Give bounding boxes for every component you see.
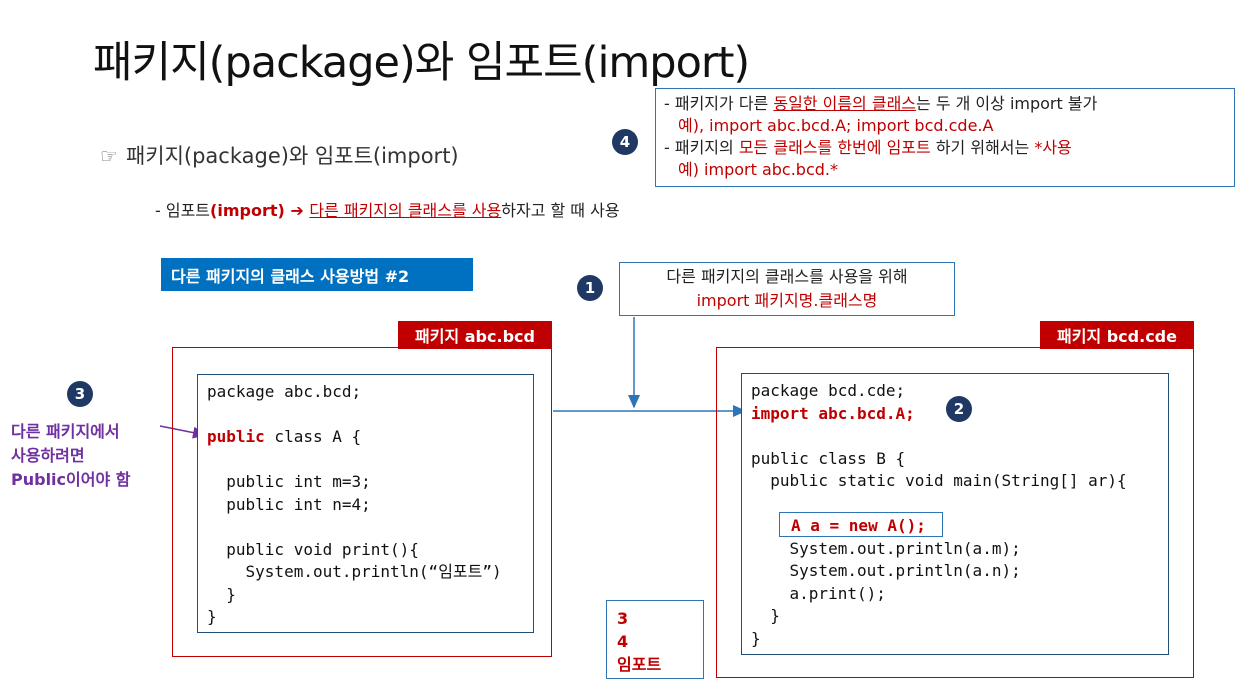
main-bullet: ☞ 패키지(package)와 임포트(import) — [100, 140, 459, 170]
small-note-box: 3 4 임포트 — [606, 600, 704, 679]
page-title: 패키지(package)와 임포트(import) — [93, 38, 750, 88]
package-bcd-cde-box — [716, 347, 1194, 678]
note-3: 다른 패키지에서 사용하려면 Public이어야 함 — [11, 422, 131, 489]
import-description: - 임포트(import) ➔ 다른 패키지의 클래스를 사용하자고 할 때 사… — [155, 197, 620, 221]
class-b-code: package bcd.cde;import abc.bcd.A; public… — [741, 373, 1169, 655]
note4-line4: 예) import abc.bcd.* — [678, 160, 839, 179]
pointing-hand-icon: ☞ — [100, 144, 118, 168]
sub-prefix: - 임포트 — [155, 201, 211, 220]
note1-line2: import 패키지명.클래스명 — [696, 291, 878, 310]
sub-import-word: (import) — [210, 201, 285, 220]
badge-2: 2 — [946, 396, 972, 422]
package-abc-bcd-label: 패키지 abc.bcd — [398, 321, 552, 349]
note1-line1: 다른 패키지의 클래스를 사용을 위해 — [666, 267, 908, 286]
bullet-text: 패키지(package)와 임포트(import) — [125, 144, 459, 168]
sub-underlined: 다른 패키지의 클래스를 사용 — [309, 201, 502, 220]
sub-suffix: 하자고 할 때 사용 — [501, 201, 620, 220]
note4-line2: 예), import abc.bcd.A; import bcd.cde.A — [678, 116, 994, 135]
new-a-highlight-box — [779, 512, 943, 537]
class-a-code: package abc.bcd; public class A { public… — [197, 374, 534, 633]
note-box-4: - 패키지가 다른 동일한 이름의 클래스는 두 개 이상 import 불가 … — [655, 88, 1235, 187]
badge-4: 4 — [612, 129, 638, 155]
new-a-statement: A a = new A(); — [791, 516, 926, 535]
badge-3: 3 — [67, 381, 93, 407]
badge-1: 1 — [577, 275, 603, 301]
import-statement: import abc.bcd.A; — [751, 403, 915, 423]
note4-line1: - 패키지가 다른 동일한 이름의 클래스는 두 개 이상 import 불가 — [664, 94, 1098, 113]
note4-line3: - 패키지의 모든 클래스를 한번에 임포트 하기 위해서는 *사용 — [664, 138, 1072, 157]
section-label: 다른 패키지의 클래스 사용방법 #2 — [161, 258, 473, 291]
package-abc-bcd-box — [172, 347, 552, 657]
note-box-1: 다른 패키지의 클래스를 사용을 위해 import 패키지명.클래스명 — [619, 262, 955, 316]
class-a-declaration: public class A { — [207, 427, 362, 446]
package-bcd-cde-label: 패키지 bcd.cde — [1040, 321, 1194, 349]
right-arrow-icon: ➔ — [284, 201, 310, 220]
